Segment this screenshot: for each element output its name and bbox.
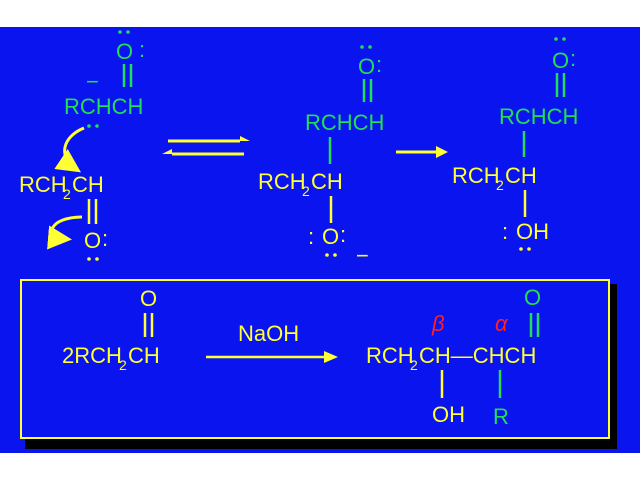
product-hydroxyl: OH	[432, 402, 465, 427]
alkoxide-subscript: 2	[302, 183, 310, 199]
alkoxide-left-lone-pair: :	[308, 224, 314, 249]
aldol-top-oxygen: O	[552, 48, 569, 73]
reactant-group-b: CH	[128, 343, 160, 368]
aldehyde-subscript: 2	[63, 186, 71, 202]
enolate-oxygen-lone-pair: :	[139, 37, 145, 62]
aldehyde-oxygen-lone-pair: :	[102, 226, 108, 251]
alkoxide-top-lone-pair: :	[376, 52, 382, 77]
alkoxide-group-b: CH	[311, 169, 343, 194]
product-subscript: 2	[410, 357, 418, 373]
reagent-label: NaOH	[238, 321, 299, 346]
alkoxide-top-oxygen: O	[358, 54, 375, 79]
aldol-group-a: RCH	[452, 163, 500, 188]
aldehyde-oxygen: O	[84, 228, 101, 253]
reaction-slide: O : − RCHCH RCH 2 CH O : O : RCHCH RCH	[0, 27, 640, 453]
alkoxide-charge: −	[356, 243, 369, 268]
curved-arrow-carbonyl	[47, 215, 83, 250]
product-group-a: RCH	[366, 343, 414, 368]
alkoxide-top-group: RCHCH	[305, 110, 384, 135]
enolate-structure: O : − RCHCH	[64, 30, 145, 128]
alkoxide-intermediate: O : RCHCH RCH 2 CH : O : −	[258, 45, 384, 268]
alkoxide-group-a: RCH	[258, 169, 306, 194]
product-group-b: CH—CHCH	[419, 343, 536, 368]
aldol-top-group: RCHCH	[499, 104, 578, 129]
reactant-oxygen: O	[140, 286, 157, 311]
product-oxygen: O	[524, 285, 541, 310]
aldehyde-group-a: RCH	[19, 172, 67, 197]
aldehyde-group-b: CH	[72, 172, 104, 197]
enolate-group: RCHCH	[64, 94, 143, 119]
beta-label: β	[431, 311, 445, 336]
alkoxide-bottom-oxygen: O	[322, 224, 339, 249]
aldol-top-lone-pair: :	[570, 46, 576, 71]
aldehyde-structure: RCH 2 CH O :	[19, 172, 108, 261]
aldol-lone-pair: :	[502, 219, 508, 244]
reactant-subscript: 2	[119, 357, 127, 373]
reactant-group-a: 2RCH	[62, 343, 122, 368]
enolate-charge: −	[86, 69, 99, 94]
product-r-group: R	[493, 404, 509, 429]
aldol-group-b: CH	[505, 163, 537, 188]
aldol-hydroxyl: OH	[516, 219, 549, 244]
protonation-arrow	[396, 146, 448, 158]
curved-arrow-enolate-attack	[54, 126, 85, 173]
aldol-structure: O : RCHCH RCH 2 CH : OH	[452, 37, 578, 251]
alpha-label: α	[495, 311, 509, 336]
alkoxide-right-lone-pair: :	[340, 222, 346, 247]
enolate-oxygen: O	[116, 39, 133, 64]
summary-reaction-box: O 2RCH 2 CH NaOH β α O RCH 2 CH—CHCH OH …	[20, 279, 617, 449]
aldol-subscript: 2	[496, 177, 504, 193]
reaction-diagram: O : − RCHCH RCH 2 CH O : O : RCHCH RCH	[19, 30, 617, 449]
equilibrium-arrows	[162, 136, 250, 156]
